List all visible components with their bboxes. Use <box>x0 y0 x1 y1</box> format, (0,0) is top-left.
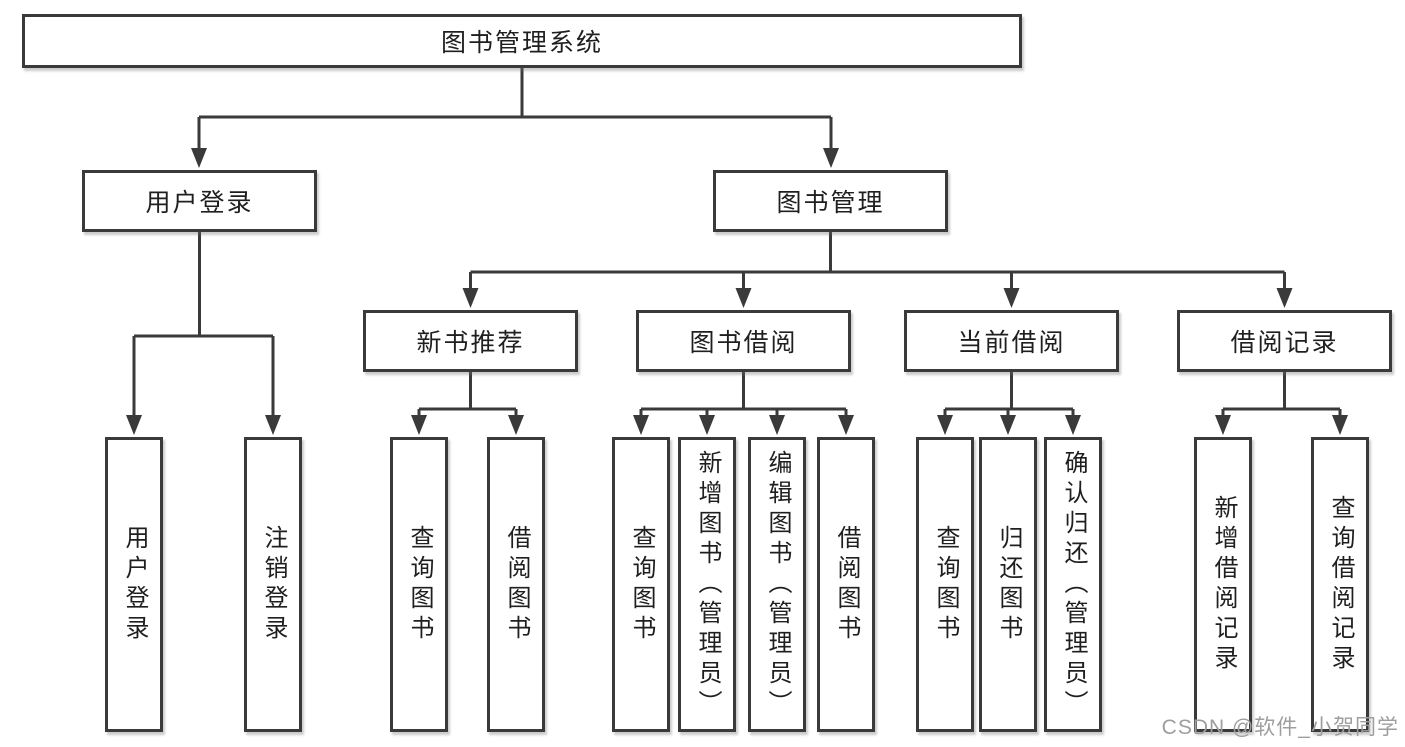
leaf-return-books: 归还图书 <box>979 437 1037 732</box>
leaf-borrow-books-recommend: 借阅图书 <box>487 437 545 732</box>
node-label: 查询图书 <box>628 524 655 645</box>
node-label: 借阅记录 <box>1230 329 1339 357</box>
node-label: 新增借阅记录 <box>1210 494 1237 675</box>
leaf-query-books-borrow: 查询图书 <box>612 437 670 732</box>
node-current-borrowing: 当前借阅 <box>904 310 1119 372</box>
node-label: 注销登录 <box>260 524 287 645</box>
node-label: 图书借阅 <box>689 329 798 357</box>
node-label: 归还图书 <box>995 524 1022 645</box>
node-book-management: 图书管理 <box>713 170 948 232</box>
leaf-edit-books-admin: 编辑图书（管理员） <box>748 437 806 732</box>
node-label: 用户登录 <box>121 524 148 645</box>
leaf-add-borrow-record: 新增借阅记录 <box>1194 437 1252 732</box>
leaf-logout: 注销登录 <box>244 437 302 732</box>
leaf-query-books-recommend: 查询图书 <box>390 437 448 732</box>
node-label: 借阅图书 <box>503 524 530 645</box>
node-user-login: 用户登录 <box>82 170 317 232</box>
leaf-confirm-return-admin: 确认归还（管理员） <box>1044 437 1102 732</box>
node-label: 确认归还（管理员） <box>1060 449 1087 720</box>
node-library-management-system: 图书管理系统 <box>22 14 1022 68</box>
node-label: 当前借阅 <box>957 329 1066 357</box>
leaf-query-borrow-record: 查询借阅记录 <box>1311 437 1369 732</box>
csdn-watermark: CSDN @软件_小贺同学 <box>1161 716 1399 739</box>
node-label: 借阅图书 <box>833 524 860 645</box>
node-label: 新增图书（管理员） <box>694 449 721 720</box>
leaf-user-login: 用户登录 <box>105 437 163 732</box>
node-label: 用户登录 <box>145 189 254 217</box>
node-label: 图书管理 <box>776 189 885 217</box>
node-label: 查询借阅记录 <box>1327 494 1354 675</box>
node-label: 查询图书 <box>932 524 959 645</box>
leaf-add-books-admin: 新增图书（管理员） <box>678 437 736 732</box>
node-label: 图书管理系统 <box>440 29 603 57</box>
node-label: 新书推荐 <box>416 329 525 357</box>
node-label: 编辑图书（管理员） <box>764 449 791 720</box>
node-borrowing-records: 借阅记录 <box>1177 310 1392 372</box>
node-label: 查询图书 <box>406 524 433 645</box>
node-new-book-recommendation: 新书推荐 <box>363 310 578 372</box>
leaf-query-books-current: 查询图书 <box>916 437 974 732</box>
node-book-borrowing: 图书借阅 <box>636 310 851 372</box>
leaf-borrow-books: 借阅图书 <box>817 437 875 732</box>
